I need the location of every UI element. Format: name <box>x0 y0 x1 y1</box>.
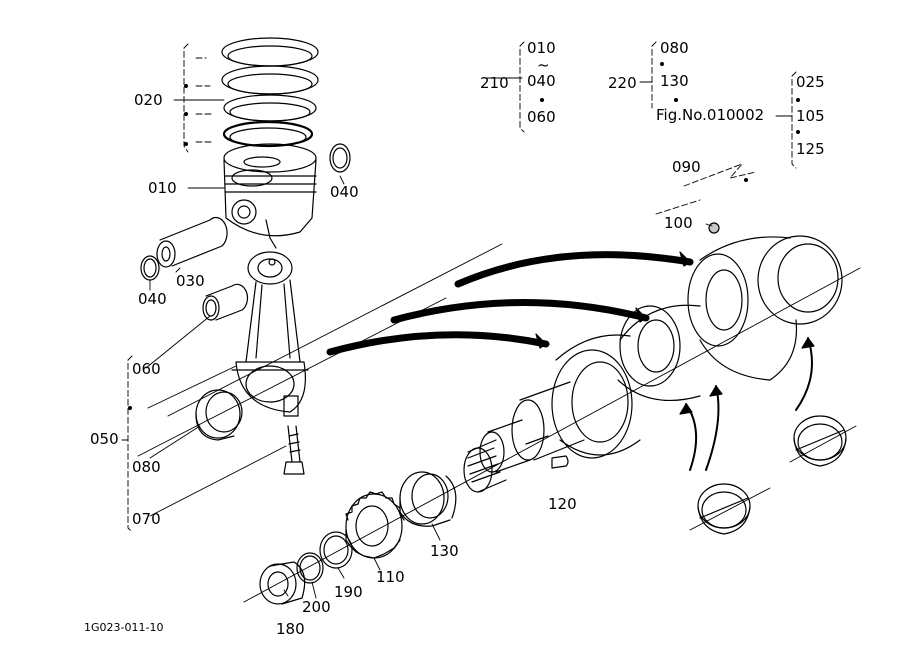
callout-120: 120 <box>548 495 577 513</box>
callout-130: 130 <box>430 542 459 560</box>
callout-210: 210 <box>480 74 509 92</box>
center-lines <box>138 244 860 602</box>
group-210-top: 010 <box>527 39 556 57</box>
callout-050: 050 <box>90 430 119 448</box>
snap-ring-right <box>330 144 350 172</box>
group-210-middle: 040 <box>527 72 556 90</box>
woodruff-key <box>552 456 568 468</box>
brackets <box>122 42 796 532</box>
group-210-bottom: 060 <box>527 108 556 126</box>
piston-rings <box>222 38 318 146</box>
group-220-top: 080 <box>660 39 689 57</box>
callout-040-right: 040 <box>330 183 359 201</box>
group-fig-middle: 105 <box>796 107 825 125</box>
collar <box>260 562 305 604</box>
main-bearing-lower-right <box>794 416 846 466</box>
rod-bearing <box>196 390 242 440</box>
group-220-middle: 130 <box>660 72 689 90</box>
crankshaft <box>464 223 842 492</box>
assembly-arrows <box>330 252 814 470</box>
callout-100: 100 <box>664 214 693 232</box>
group-fig-top: 025 <box>796 73 825 91</box>
o-ring-190 <box>320 532 352 568</box>
bracket-dots <box>128 62 800 410</box>
callout-080: 080 <box>132 458 161 476</box>
callout-110: 110 <box>376 568 405 586</box>
callout-190: 190 <box>334 583 363 601</box>
leader-lines <box>146 78 792 598</box>
crank-gear <box>346 492 404 558</box>
callout-090: 090 <box>672 158 701 176</box>
group-210-tilde: ~ <box>537 56 550 74</box>
small-end-bushing <box>203 284 247 320</box>
piston <box>224 144 316 248</box>
callout-200: 200 <box>302 598 331 616</box>
callout-070: 070 <box>132 510 161 528</box>
callout-030: 030 <box>176 272 205 290</box>
main-bearing-lower-left <box>698 484 750 534</box>
rod-bolt <box>284 426 304 474</box>
connecting-rod <box>232 252 308 416</box>
callout-010: 010 <box>148 179 177 197</box>
callout-040-left: 040 <box>138 290 167 308</box>
front-bearing <box>400 472 456 526</box>
callout-020: 020 <box>134 91 163 109</box>
figure-code: 1G023-011-10 <box>84 621 164 634</box>
callout-180: 180 <box>276 620 305 638</box>
group-fig-bottom: 125 <box>796 140 825 158</box>
callout-060: 060 <box>132 360 161 378</box>
callout-220: 220 <box>608 74 637 92</box>
snap-ring-left <box>141 256 159 280</box>
piston-pin <box>157 218 227 267</box>
fig-number: Fig.No.010002 <box>656 106 765 124</box>
